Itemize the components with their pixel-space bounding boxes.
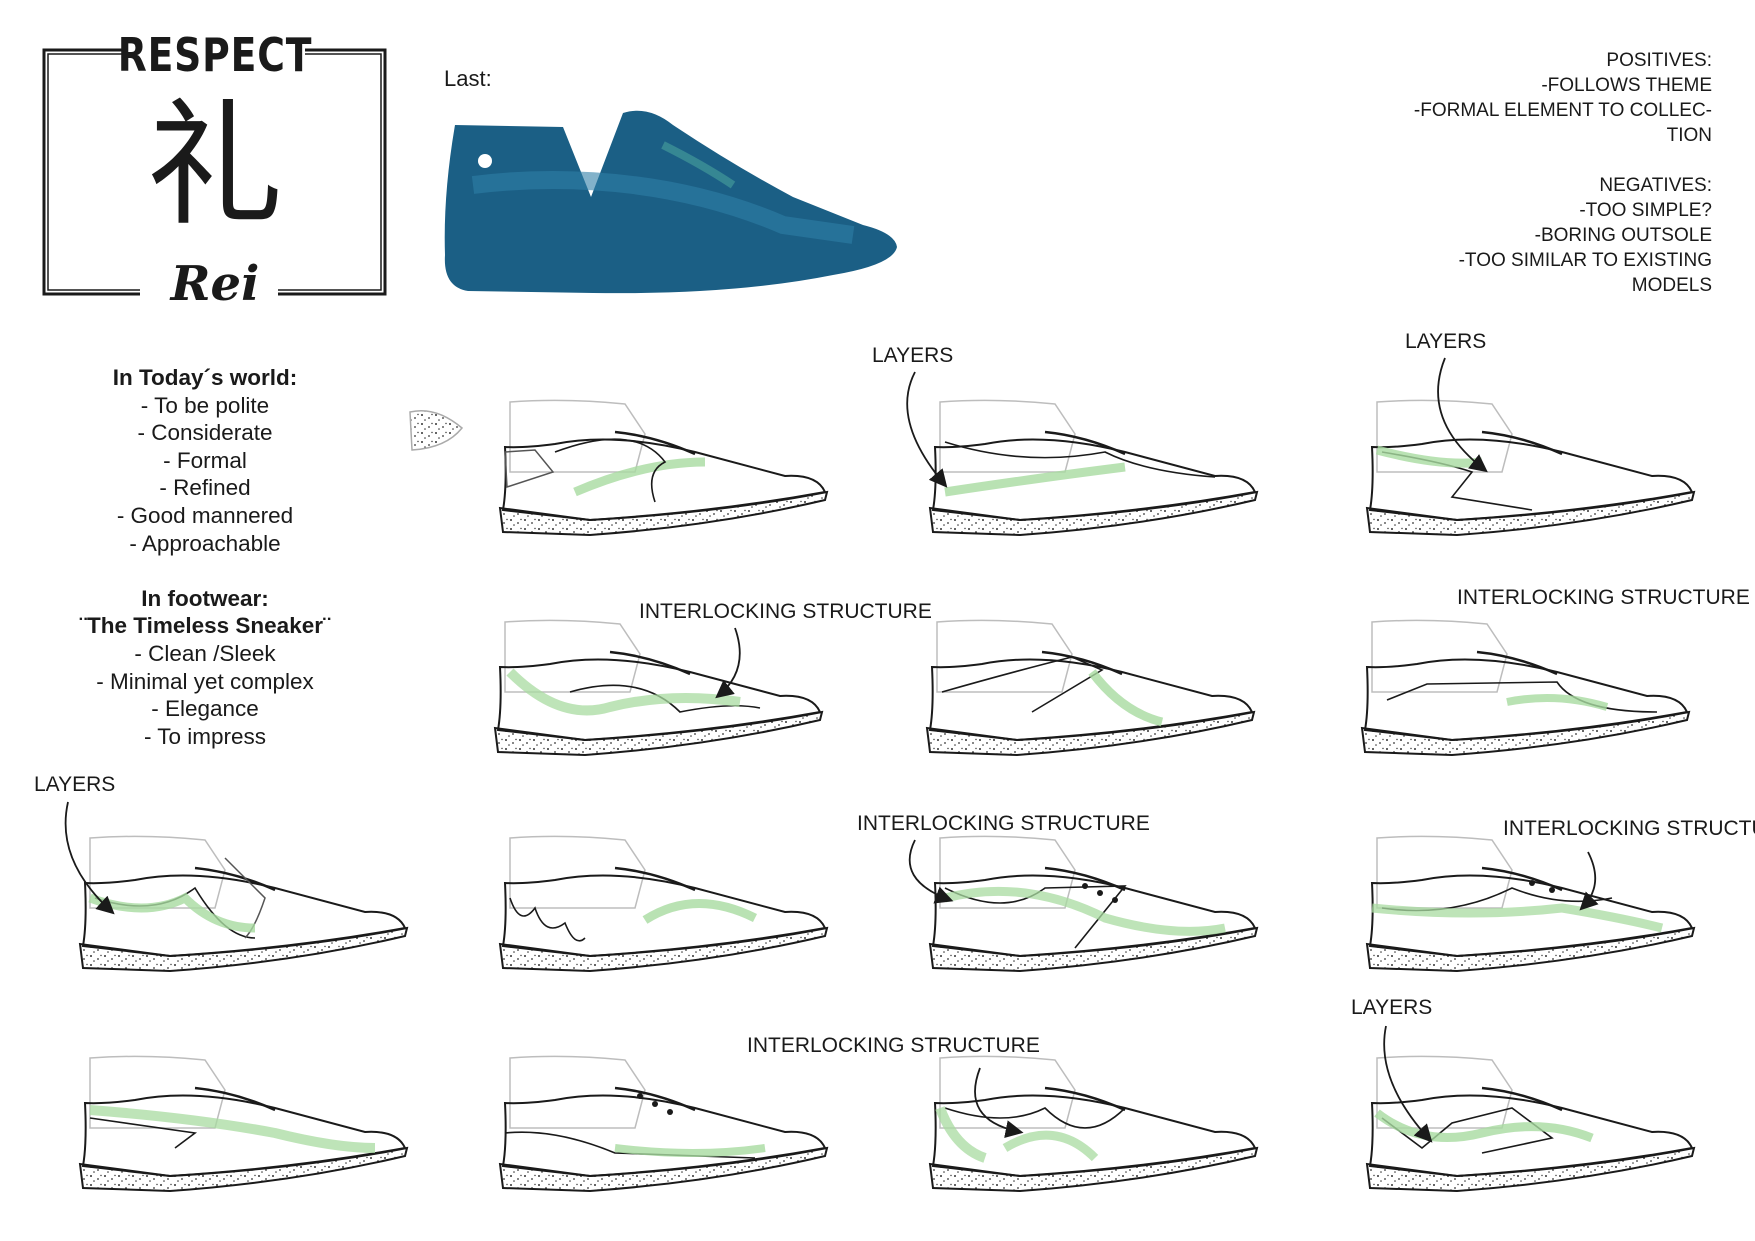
shoe-sketch xyxy=(1365,399,1696,537)
annotation-layers: LAYERS xyxy=(1351,996,1433,1019)
shoe-sketch xyxy=(925,619,1256,757)
footwear-heading: In footwear: xyxy=(141,585,269,611)
negatives-heading: NEGATIVES: xyxy=(1599,175,1712,196)
shoe-sketch xyxy=(1365,835,1696,973)
footwear-item: - To impress xyxy=(143,723,267,749)
shoe-sketch xyxy=(498,835,829,973)
negative-item: -TOO SIMILAR TO EXISTING xyxy=(1458,250,1712,271)
footwear-item: - Minimal yet complex xyxy=(96,668,314,694)
today-item: - Formal xyxy=(163,447,247,473)
annotation-interlocking-structure: INTERLOCKING STRUCTURE xyxy=(639,600,932,623)
today-heading: In Today´s world: xyxy=(112,365,298,390)
annotation-layers: LAYERS xyxy=(872,344,954,367)
logo-rei-text: Rei xyxy=(170,256,260,312)
shoe-sketch xyxy=(928,835,1259,973)
negative-item: -BORING OUTSOLE xyxy=(1534,225,1712,246)
shoe-sketch xyxy=(1365,1055,1696,1193)
logo-kanji: 礼 xyxy=(147,87,283,245)
shoe-last-illustration xyxy=(444,110,897,294)
positive-item: -FORMAL ELEMENT TO COLLEC- xyxy=(1413,100,1712,121)
today-item: - Refined xyxy=(159,475,251,501)
respect-rei-logo: RESPECT 礼 Rei xyxy=(40,28,390,312)
annotation-interlocking-structure: INTERLOCKING STRUCTURE xyxy=(1457,586,1750,609)
logo-frame xyxy=(42,48,387,296)
today-item: - Approachable xyxy=(129,530,281,556)
shoe-sketch xyxy=(928,1055,1259,1193)
positive-item: TION xyxy=(1666,125,1712,146)
negative-item: MODELS xyxy=(1631,275,1712,296)
positive-item: -FOLLOWS THEME xyxy=(1541,75,1712,96)
swatch-sketch xyxy=(409,410,464,451)
positives-heading: POSITIVES: xyxy=(1606,50,1712,71)
concept-notes: In Today´s world: - To be polite - Consi… xyxy=(55,364,355,750)
today-item: - Considerate xyxy=(137,420,273,446)
annotation-interlocking-structure: INTERLOCKING STRUCTURE xyxy=(1503,817,1755,840)
footwear-item: - Clean /Sleek xyxy=(134,640,276,666)
logo-respect-text: RESPECT xyxy=(117,28,313,82)
shoe-sketch xyxy=(928,399,1259,537)
shoe-sketch xyxy=(498,399,829,537)
shoe-sketch xyxy=(1360,619,1691,757)
review-notes: POSITIVES: -FOLLOWS THEME -FORMAL ELEMEN… xyxy=(1392,48,1712,298)
annotation-interlocking-structure: INTERLOCKING STRUCTURE xyxy=(747,1034,1040,1057)
last-label: Last: xyxy=(444,66,492,91)
annotation-interlocking-structure: INTERLOCKING STRUCTURE xyxy=(857,812,1150,835)
shoe-sketch xyxy=(493,619,824,757)
negative-item: -TOO SIMPLE? xyxy=(1579,200,1712,221)
footwear-subheading: ¨The Timeless Sneaker¨ xyxy=(79,613,331,639)
footwear-item: - Elegance xyxy=(151,696,259,722)
today-item: - To be polite xyxy=(140,392,270,418)
today-item: - Good mannered xyxy=(116,502,294,528)
shoe-sketch xyxy=(498,1055,829,1193)
annotation-layers: LAYERS xyxy=(34,773,116,796)
annotation-layers: LAYERS xyxy=(1405,330,1487,353)
shoe-sketch xyxy=(78,835,409,973)
shoe-sketch xyxy=(78,1055,409,1193)
